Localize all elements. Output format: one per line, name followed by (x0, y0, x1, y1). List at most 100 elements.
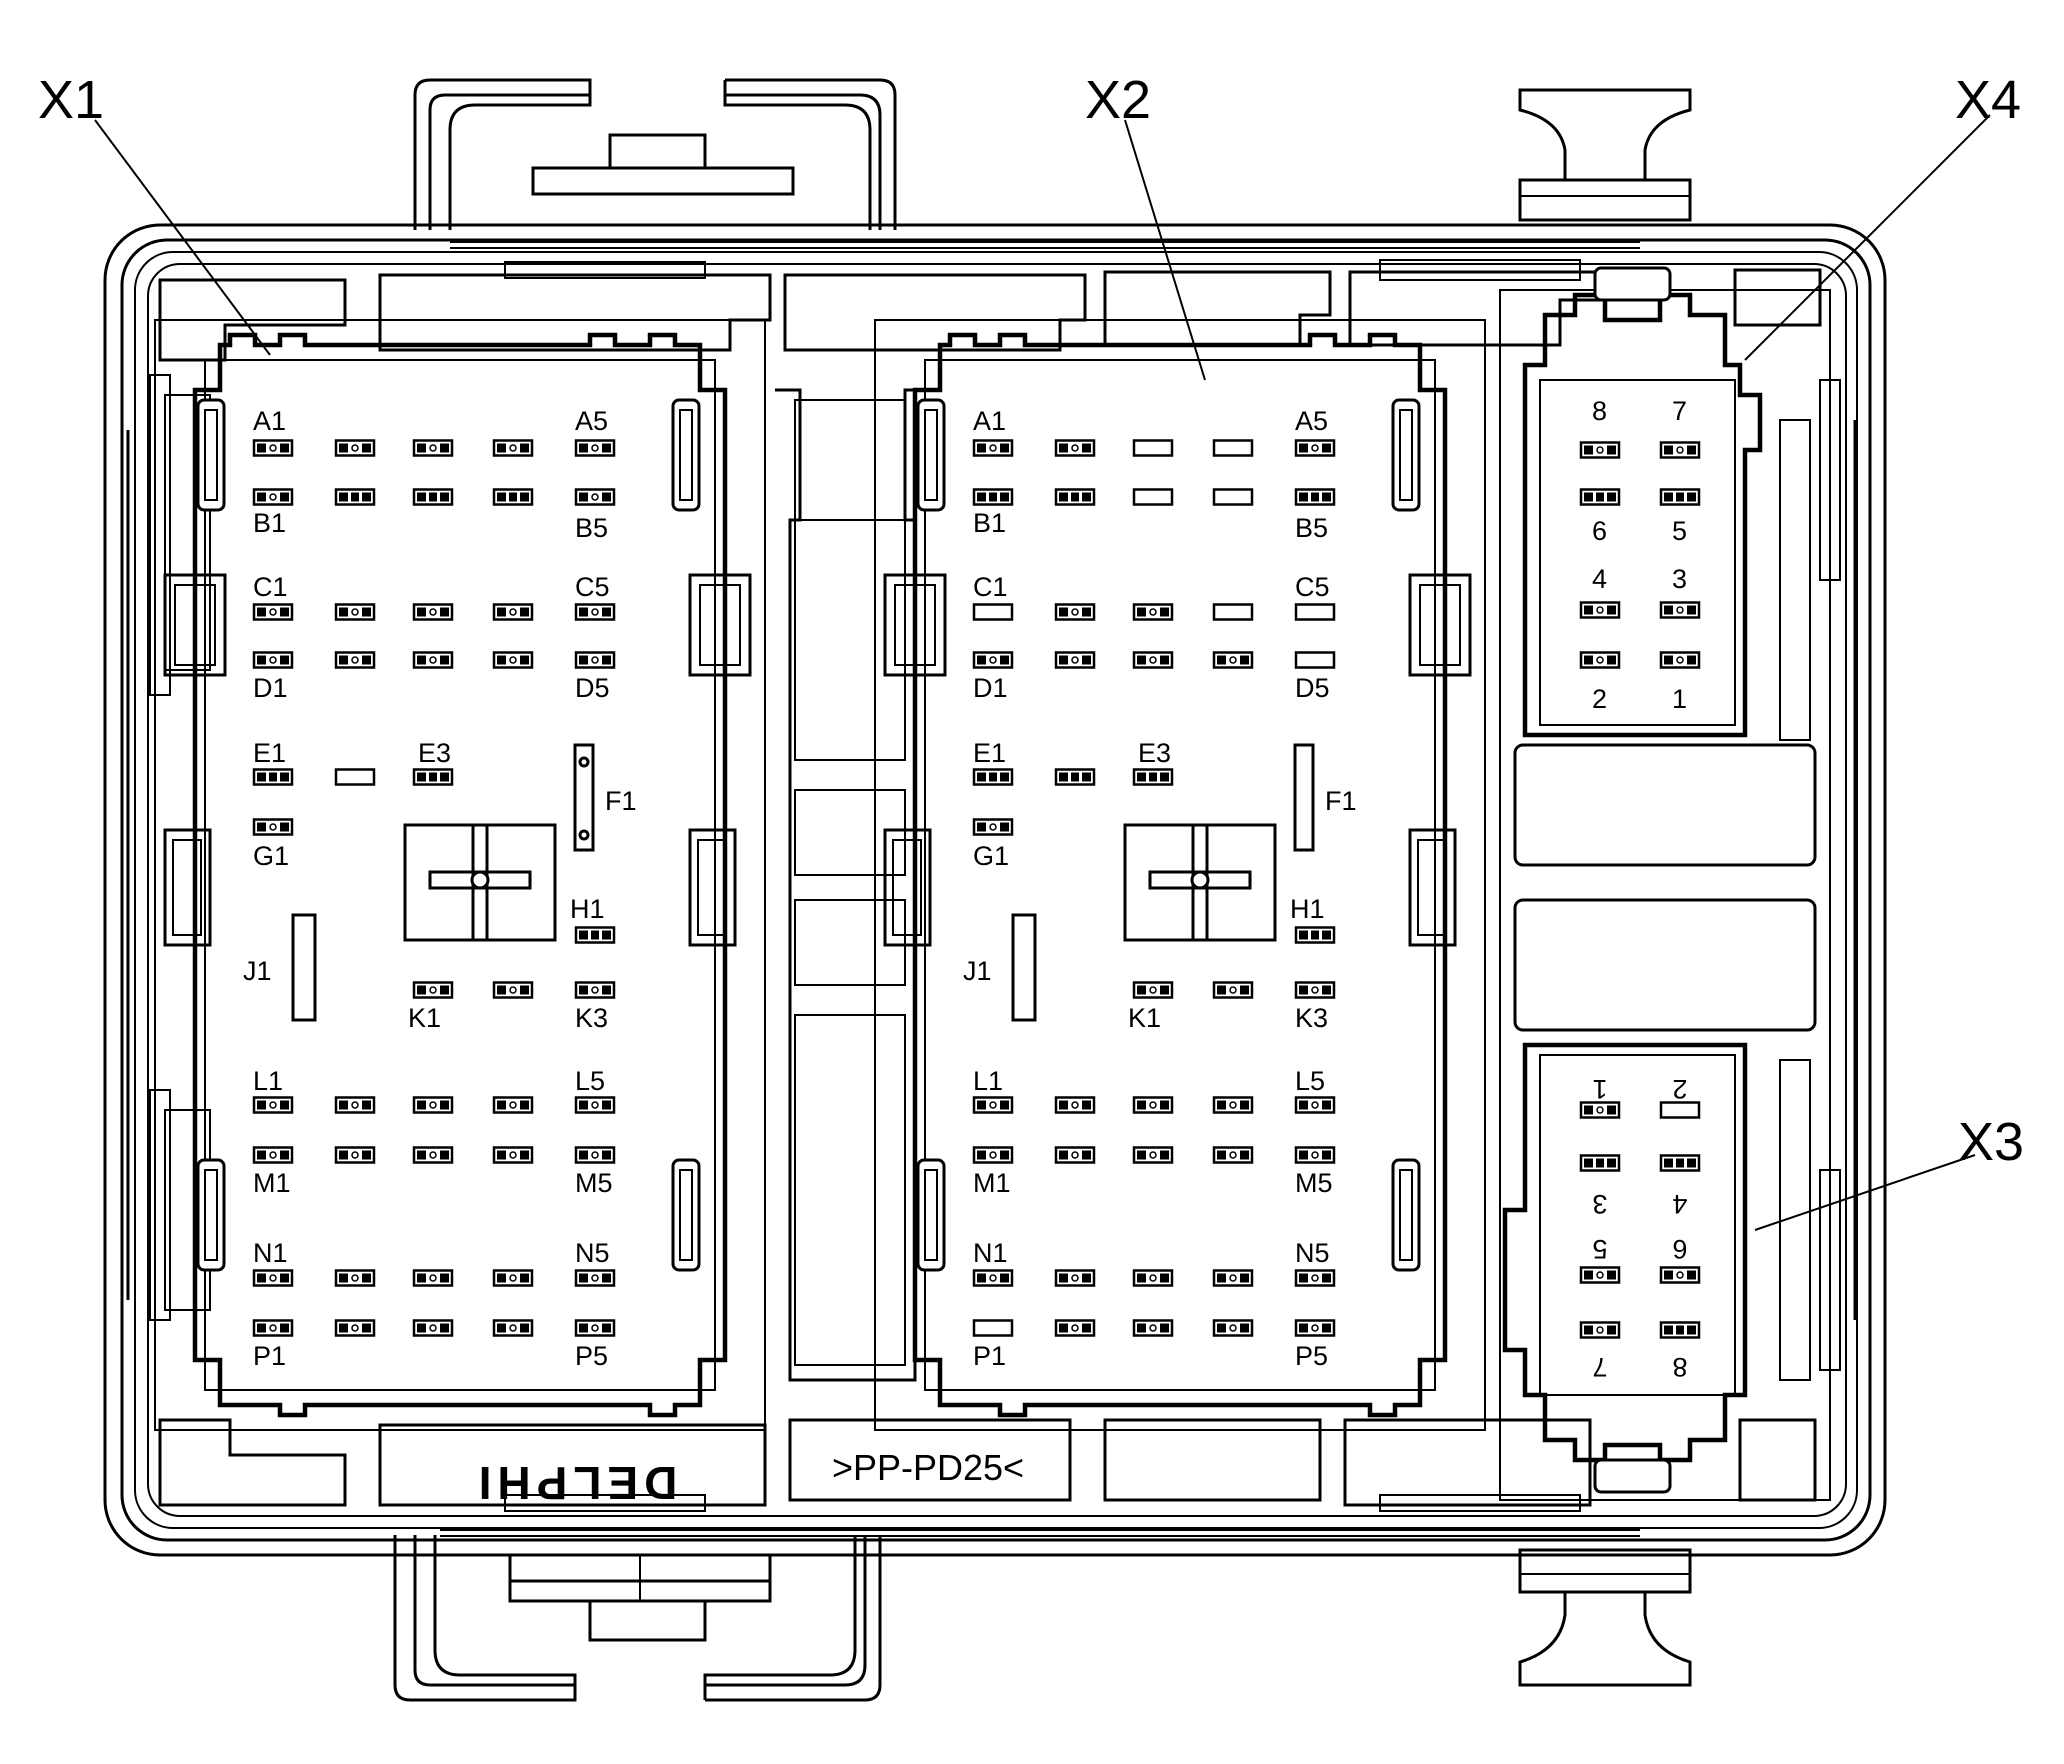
fuse-slot-pin (578, 829, 590, 841)
fuse-slot-j1 (291, 913, 317, 1022)
terminal-pin (362, 1150, 371, 1160)
terminal-pin (1137, 1323, 1146, 1333)
terminal-pin (1137, 1273, 1146, 1283)
terminal-pin (602, 985, 611, 995)
bottom-pockets (158, 1418, 1817, 1537)
terminal-hole (351, 1324, 359, 1332)
terminal-label-b1: B1 (973, 508, 1006, 538)
block-outline (912, 332, 1448, 1418)
terminal-pin (497, 1273, 506, 1283)
terminal-label-b5: B5 (575, 513, 608, 543)
terminal-hole (269, 656, 277, 664)
terminal-label-d5: D5 (1295, 673, 1330, 703)
terminal-label-e1: E1 (253, 738, 286, 768)
brand-mark: DELPHI (473, 1457, 678, 1509)
terminal-pin (1299, 1100, 1308, 1110)
terminal-pin (1676, 492, 1684, 502)
terminal-pin (497, 492, 506, 502)
terminal-pin (497, 1323, 506, 1333)
terminal-pin (1059, 492, 1068, 502)
terminal-hole (1596, 1271, 1604, 1279)
terminal-hole (1311, 986, 1319, 994)
housing-outline (103, 223, 1887, 1557)
terminal-pin (520, 492, 529, 502)
terminal-label-f1: F1 (605, 786, 637, 816)
x4-pin-label-7: 7 (1672, 396, 1687, 426)
terminal-pin (1082, 443, 1091, 453)
x3-pin-label-5: 5 (1592, 1234, 1607, 1264)
terminal-pin (497, 1150, 506, 1160)
callout-x2: X2 (1085, 70, 1151, 130)
retaining-clip-slot (1399, 409, 1413, 501)
terminal-pin (1217, 1150, 1226, 1160)
terminal-pin (579, 1150, 588, 1160)
x4-pin-label-6: 6 (1592, 516, 1607, 546)
terminal-hole (591, 493, 599, 501)
terminal-hole (1229, 656, 1237, 664)
terminal (1659, 1101, 1701, 1119)
terminal-label-h1: H1 (1290, 894, 1325, 924)
retaining-clip-slot (204, 1169, 218, 1261)
terminal-hole (509, 608, 517, 616)
bottom-right-mount-stud (1518, 1548, 1692, 1687)
terminal-pin (280, 822, 289, 832)
terminal-hole (1149, 656, 1157, 664)
terminal-label-a1: A1 (253, 406, 286, 436)
retaining-clip-slot (679, 1169, 693, 1261)
retaining-clip (196, 398, 226, 512)
terminal-pin (579, 607, 588, 617)
terminal-pin (1240, 1323, 1249, 1333)
terminal-pin (579, 1273, 588, 1283)
side-latch (688, 828, 737, 947)
x3-inner (1539, 1054, 1736, 1396)
terminal-pin (440, 492, 449, 502)
terminal-pin (1664, 445, 1673, 455)
terminal-pin (417, 655, 426, 665)
terminal-hole (1071, 1151, 1079, 1159)
terminal-pin (579, 492, 588, 502)
retaining-clip-slot (679, 409, 693, 501)
terminal-pin (1217, 1273, 1226, 1283)
terminal-label-l1: L1 (973, 1066, 1003, 1096)
terminal-hole (351, 656, 359, 664)
terminal-pin (1299, 1323, 1308, 1333)
terminal-pin (520, 1323, 529, 1333)
terminal-pin (440, 1323, 449, 1333)
terminal-pin (269, 772, 277, 782)
terminal-pin (1664, 1270, 1673, 1280)
terminal-hole (1311, 1101, 1319, 1109)
terminal-label-n5: N5 (575, 1238, 610, 1268)
terminal-pin (1584, 445, 1593, 455)
terminal-hole (269, 608, 277, 616)
terminal-pin (440, 1150, 449, 1160)
terminal-pin (440, 655, 449, 665)
terminal (972, 603, 1014, 621)
terminal-pin (440, 443, 449, 453)
mount-hole (470, 870, 490, 890)
terminal-hole (1071, 1324, 1079, 1332)
terminal-hole (429, 656, 437, 664)
terminal-hole (269, 1274, 277, 1282)
terminal-pin (977, 1150, 986, 1160)
terminal-label-p1: P1 (973, 1341, 1006, 1371)
terminal-pin (1240, 655, 1249, 665)
terminal (972, 1319, 1014, 1337)
terminal-pin (1584, 1325, 1593, 1335)
x4-pin-label-1: 1 (1672, 684, 1687, 714)
terminal-pin (1687, 492, 1696, 502)
center-divider (775, 388, 930, 1382)
terminal-pin (1322, 492, 1331, 502)
block-inner (204, 359, 716, 1391)
fuse-slot-f1 (573, 743, 595, 852)
terminal-label-m5: M5 (1295, 1168, 1333, 1198)
terminal-pin (1059, 655, 1068, 665)
terminal-pin (1687, 1158, 1696, 1168)
bottom-left-latch (393, 1535, 882, 1702)
leader-x1 (94, 119, 271, 356)
terminal-pin (1240, 985, 1249, 995)
terminal (1132, 439, 1174, 457)
terminal-pin (257, 607, 266, 617)
terminal-pin (520, 1150, 529, 1160)
terminal (1212, 488, 1254, 506)
